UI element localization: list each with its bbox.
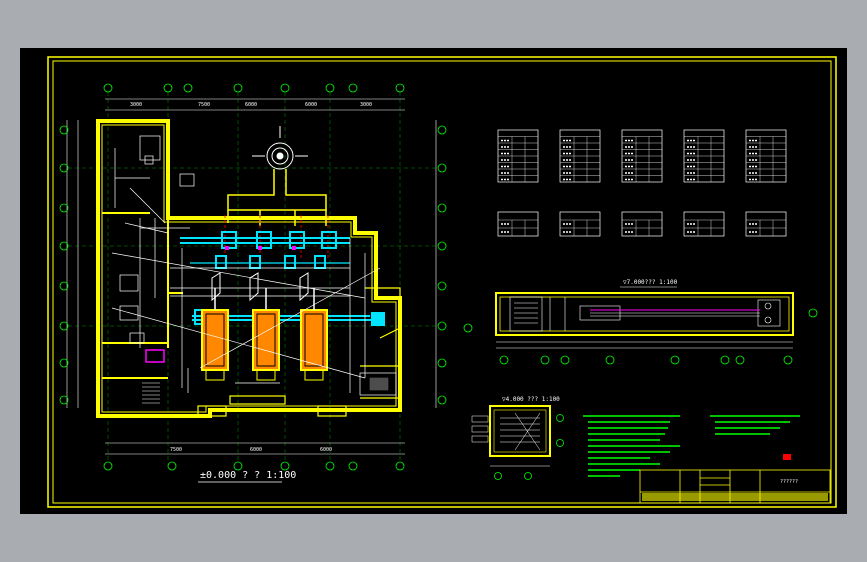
detail-plan: ▽4.000 ??? 1:100 xyxy=(471,396,564,480)
long-section-plan: ▽7.000??? 1:100 xyxy=(463,279,818,365)
svg-text:6000: 6000 xyxy=(250,447,262,453)
drawing-outer-frame xyxy=(47,56,837,508)
detail-caption: ▽4.000 ??? 1:100 xyxy=(502,396,560,403)
equipment-table xyxy=(683,211,725,237)
svg-text:6000: 6000 xyxy=(320,447,332,453)
svg-text:7500: 7500 xyxy=(198,102,210,108)
svg-text:6000: 6000 xyxy=(245,102,257,108)
equipment-table xyxy=(497,129,539,183)
cad-drawing-canvas: 3000 7500 6000 6000 3000 7500 6000 6000 ±0.00… xyxy=(47,56,837,508)
drawing-inner-frame xyxy=(52,60,832,504)
cad-drawing-viewport[interactable]: 3000 7500 6000 6000 3000 7500 6000 6000 ±0.00… xyxy=(20,48,847,514)
red-marker xyxy=(783,454,791,460)
equipment-table xyxy=(745,211,787,237)
boilers xyxy=(201,272,328,381)
equipment-tables xyxy=(497,129,787,237)
equipment-table xyxy=(621,211,663,237)
drawing-notes xyxy=(583,415,800,477)
equipment-table xyxy=(621,129,663,183)
section-caption: ▽7.000??? 1:100 xyxy=(623,279,678,286)
svg-text:3000: 3000 xyxy=(360,102,372,108)
equipment-table xyxy=(497,211,539,237)
equipment-table xyxy=(683,129,725,183)
title-block-text: ?????? xyxy=(780,479,798,485)
svg-text:7500: 7500 xyxy=(170,447,182,453)
magenta-valves xyxy=(145,246,296,363)
equipment-table xyxy=(745,129,787,183)
chimney xyxy=(252,126,308,170)
main-floor-plan: 3000 7500 6000 6000 3000 7500 6000 6000 ±0.00… xyxy=(59,83,447,483)
svg-text:3000: 3000 xyxy=(130,102,142,108)
stair xyxy=(142,382,160,404)
main-plan-caption: ±0.000 ? ? 1:100 xyxy=(200,470,296,481)
equipment-table xyxy=(559,211,601,237)
svg-text:6000: 6000 xyxy=(305,102,317,108)
grid-axis-markers-side xyxy=(59,125,447,405)
white-pipework xyxy=(111,135,397,396)
equipment-table xyxy=(559,129,601,183)
